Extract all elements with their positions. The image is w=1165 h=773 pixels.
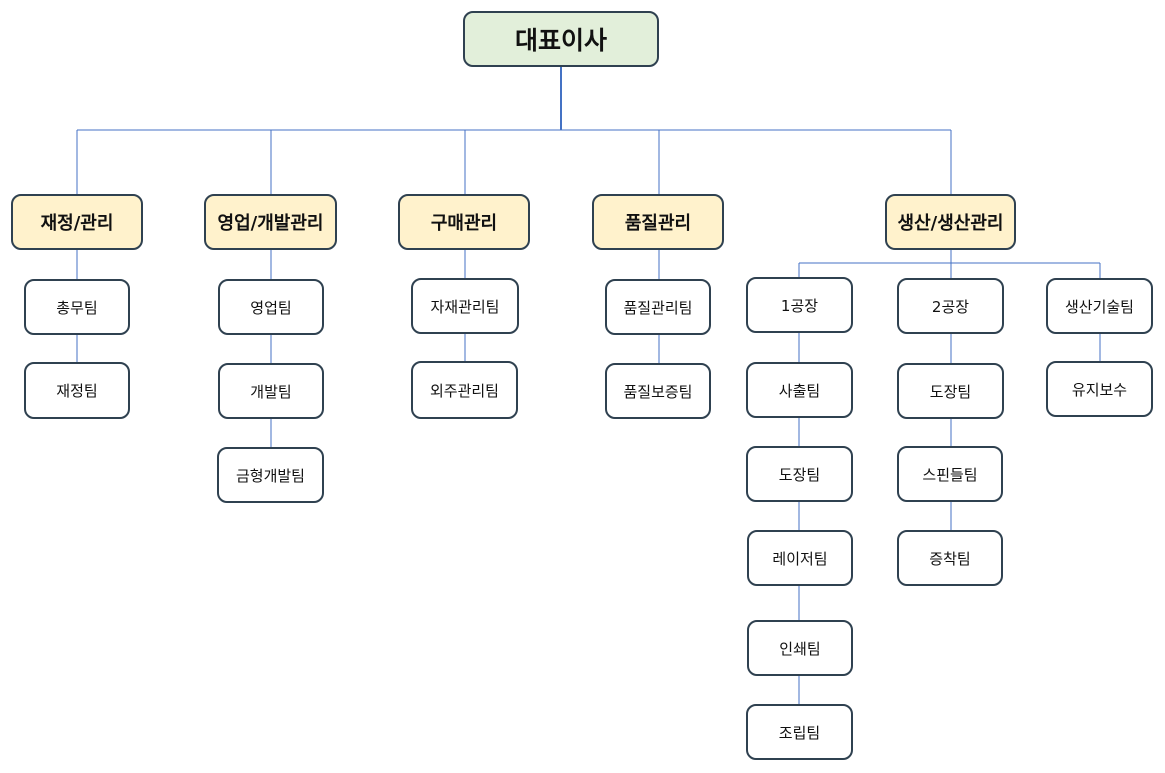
department-sales-development: 영업/개발관리 [204,194,337,250]
team-node: 개발팀 [218,363,324,419]
department-purchasing: 구매관리 [398,194,530,250]
team-node: 도장팀 [897,363,1004,419]
department-finance: 재정/관리 [11,194,143,250]
team-node: 자재관리팀 [411,278,519,334]
team-node: 유지보수 [1046,361,1153,417]
team-node: 증착팀 [897,530,1003,586]
team-node: 품질관리팀 [605,279,711,335]
sub-group-plant-2: 2공장 [897,278,1004,334]
team-node: 스핀들팀 [897,446,1003,502]
team-node: 도장팀 [746,446,853,502]
team-node: 조립팀 [746,704,853,760]
team-node: 품질보증팀 [605,363,711,419]
team-node: 레이저팀 [747,530,853,586]
root-node: 대표이사 [463,11,659,67]
team-node: 재정팀 [24,362,130,419]
team-node: 인쇄팀 [747,620,853,676]
department-production: 생산/생산관리 [885,194,1016,250]
sub-group-production-engineering: 생산기술팀 [1046,278,1153,334]
team-node: 사출팀 [746,362,853,418]
department-quality: 품질관리 [592,194,724,250]
team-node: 총무팀 [24,279,130,335]
sub-group-plant-1: 1공장 [746,277,853,333]
team-node: 영업팀 [218,279,324,335]
team-node: 외주관리팀 [411,361,518,419]
team-node: 금형개발팀 [217,447,324,503]
